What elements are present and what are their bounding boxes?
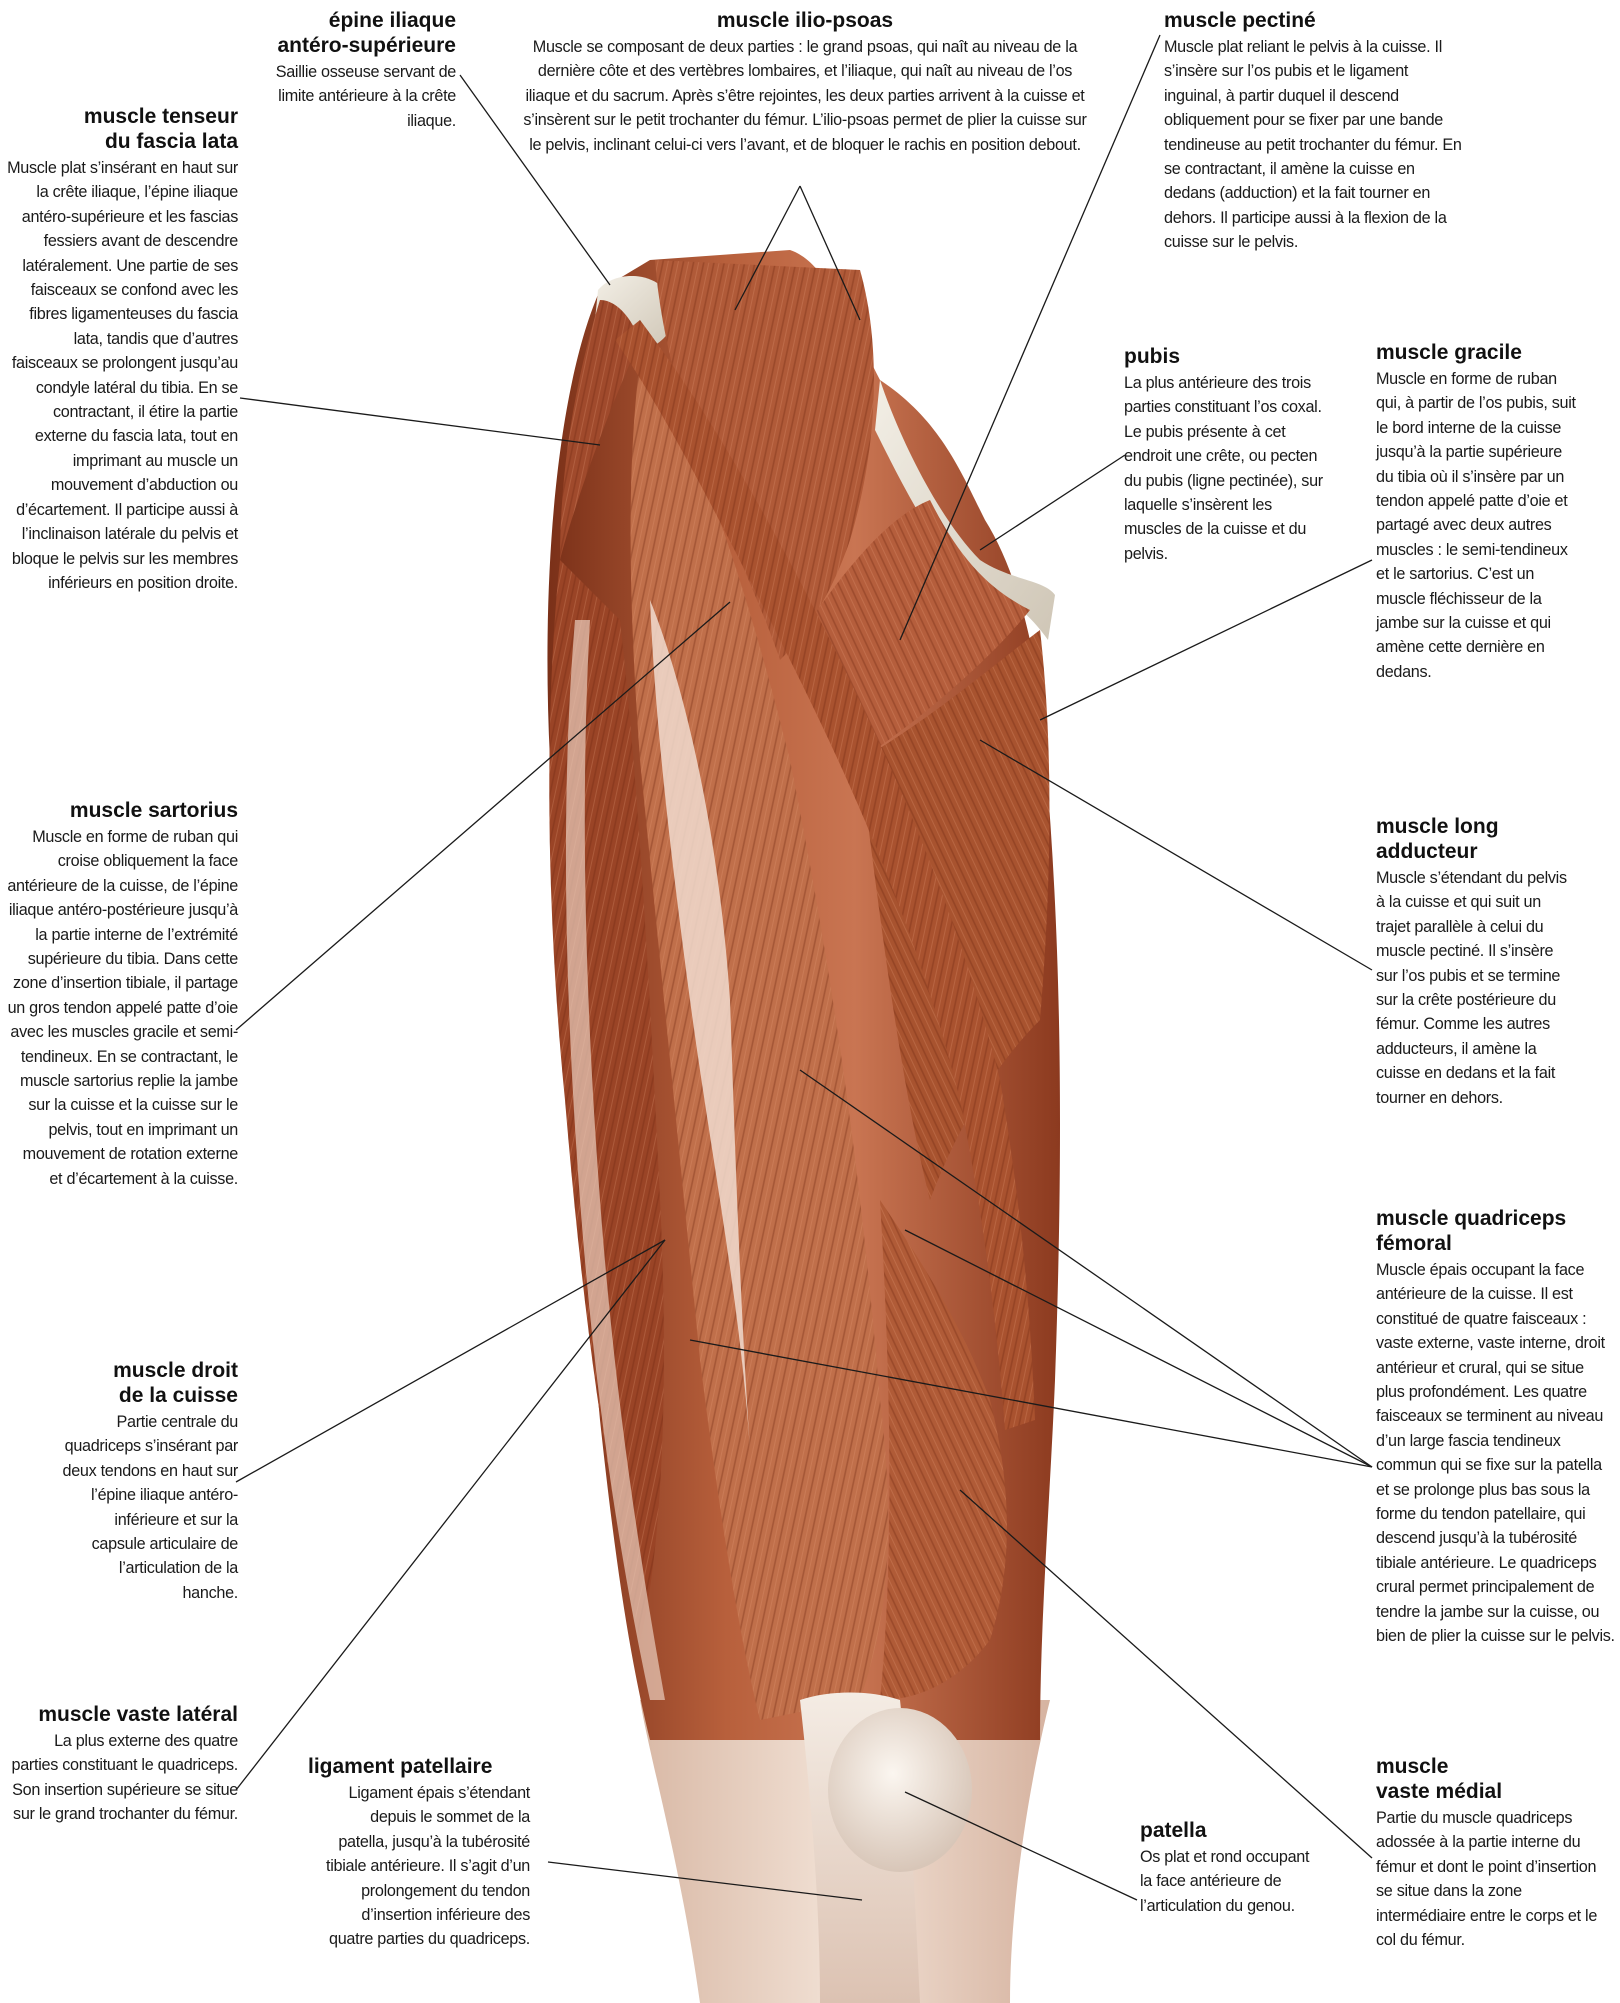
label-title: muscle droit de la cuisse [60,1358,238,1408]
label-title: muscle quadriceps fémoral [1376,1206,1616,1256]
label-title: muscle ilio-psoas [522,8,1088,33]
label-ligament-patellaire: ligament patellaire Ligament épais s’éte… [308,1754,530,1952]
leader-gracile [1040,560,1372,720]
label-text: Muscle en forme de ruban qui, à partir d… [1376,367,1582,684]
label-title: épine iliaque antéro-supérieure [230,8,456,58]
label-text: Ligament épais s’étendant depuis le somm… [308,1781,530,1952]
label-title: muscle sartorius [6,798,238,823]
label-patella: patella Os plat et rond occupant la face… [1140,1818,1310,1918]
patella-bone [828,1708,972,1872]
label-quadriceps: muscle quadriceps fémoral Muscle épais o… [1376,1206,1616,1649]
label-pubis: pubis La plus antérieure des trois parti… [1124,344,1324,566]
label-text: Muscle se composant de deux parties : le… [522,35,1088,157]
label-text: Partie centrale du quadriceps s’insérant… [60,1410,238,1605]
label-pectine: muscle pectiné Muscle plat reliant le pe… [1164,8,1464,255]
label-title: muscle vaste latéral [10,1702,238,1727]
label-long-adducteur: muscle long adducteur Muscle s’étendant … [1376,814,1576,1110]
label-text: La plus externe des quatre parties const… [10,1729,238,1827]
label-vaste-lateral: muscle vaste latéral La plus externe des… [10,1702,238,1827]
label-droit-cuisse: muscle droit de la cuisse Partie central… [60,1358,238,1605]
label-text: Os plat et rond occupant la face antérie… [1140,1845,1310,1918]
label-ilio-psoas: muscle ilio-psoas Muscle se composant de… [522,8,1088,157]
label-title: ligament patellaire [308,1754,530,1779]
label-text: Muscle s’étendant du pelvis à la cuisse … [1376,866,1576,1110]
label-title: muscle pectiné [1164,8,1464,33]
leader-tenseur [240,398,600,445]
label-title: muscle gracile [1376,340,1582,365]
label-gracile: muscle gracile Muscle en forme de ruban … [1376,340,1582,684]
leader-pubis [980,455,1125,550]
label-text: La plus antérieure des trois parties con… [1124,371,1324,566]
label-epine-iliaque: épine iliaque antéro-supérieure Saillie … [230,8,456,133]
leader-vaste-lateral [236,1240,665,1790]
label-sartorius: muscle sartorius Muscle en forme de ruba… [6,798,238,1191]
label-text: Muscle plat reliant le pelvis à la cuiss… [1164,35,1464,255]
label-vaste-medial: muscle vaste médial Partie du muscle qua… [1376,1754,1606,1952]
label-text: Saillie osseuse servant de limite antéri… [230,60,456,133]
label-title: muscle long adducteur [1376,814,1576,864]
label-title: pubis [1124,344,1324,369]
label-text: Partie du muscle quadriceps adossée à la… [1376,1806,1606,1952]
label-title: muscle tenseur du fascia lata [6,104,238,154]
label-text: Muscle plat s’insérant en haut sur la cr… [6,156,238,595]
label-title: patella [1140,1818,1310,1843]
label-tenseur-fascia-lata: muscle tenseur du fascia lata Muscle pla… [6,104,238,595]
label-title: muscle vaste médial [1376,1754,1606,1804]
label-text: Muscle épais occupant la face antérieure… [1376,1258,1616,1649]
label-text: Muscle en forme de ruban qui croise obli… [6,825,238,1191]
